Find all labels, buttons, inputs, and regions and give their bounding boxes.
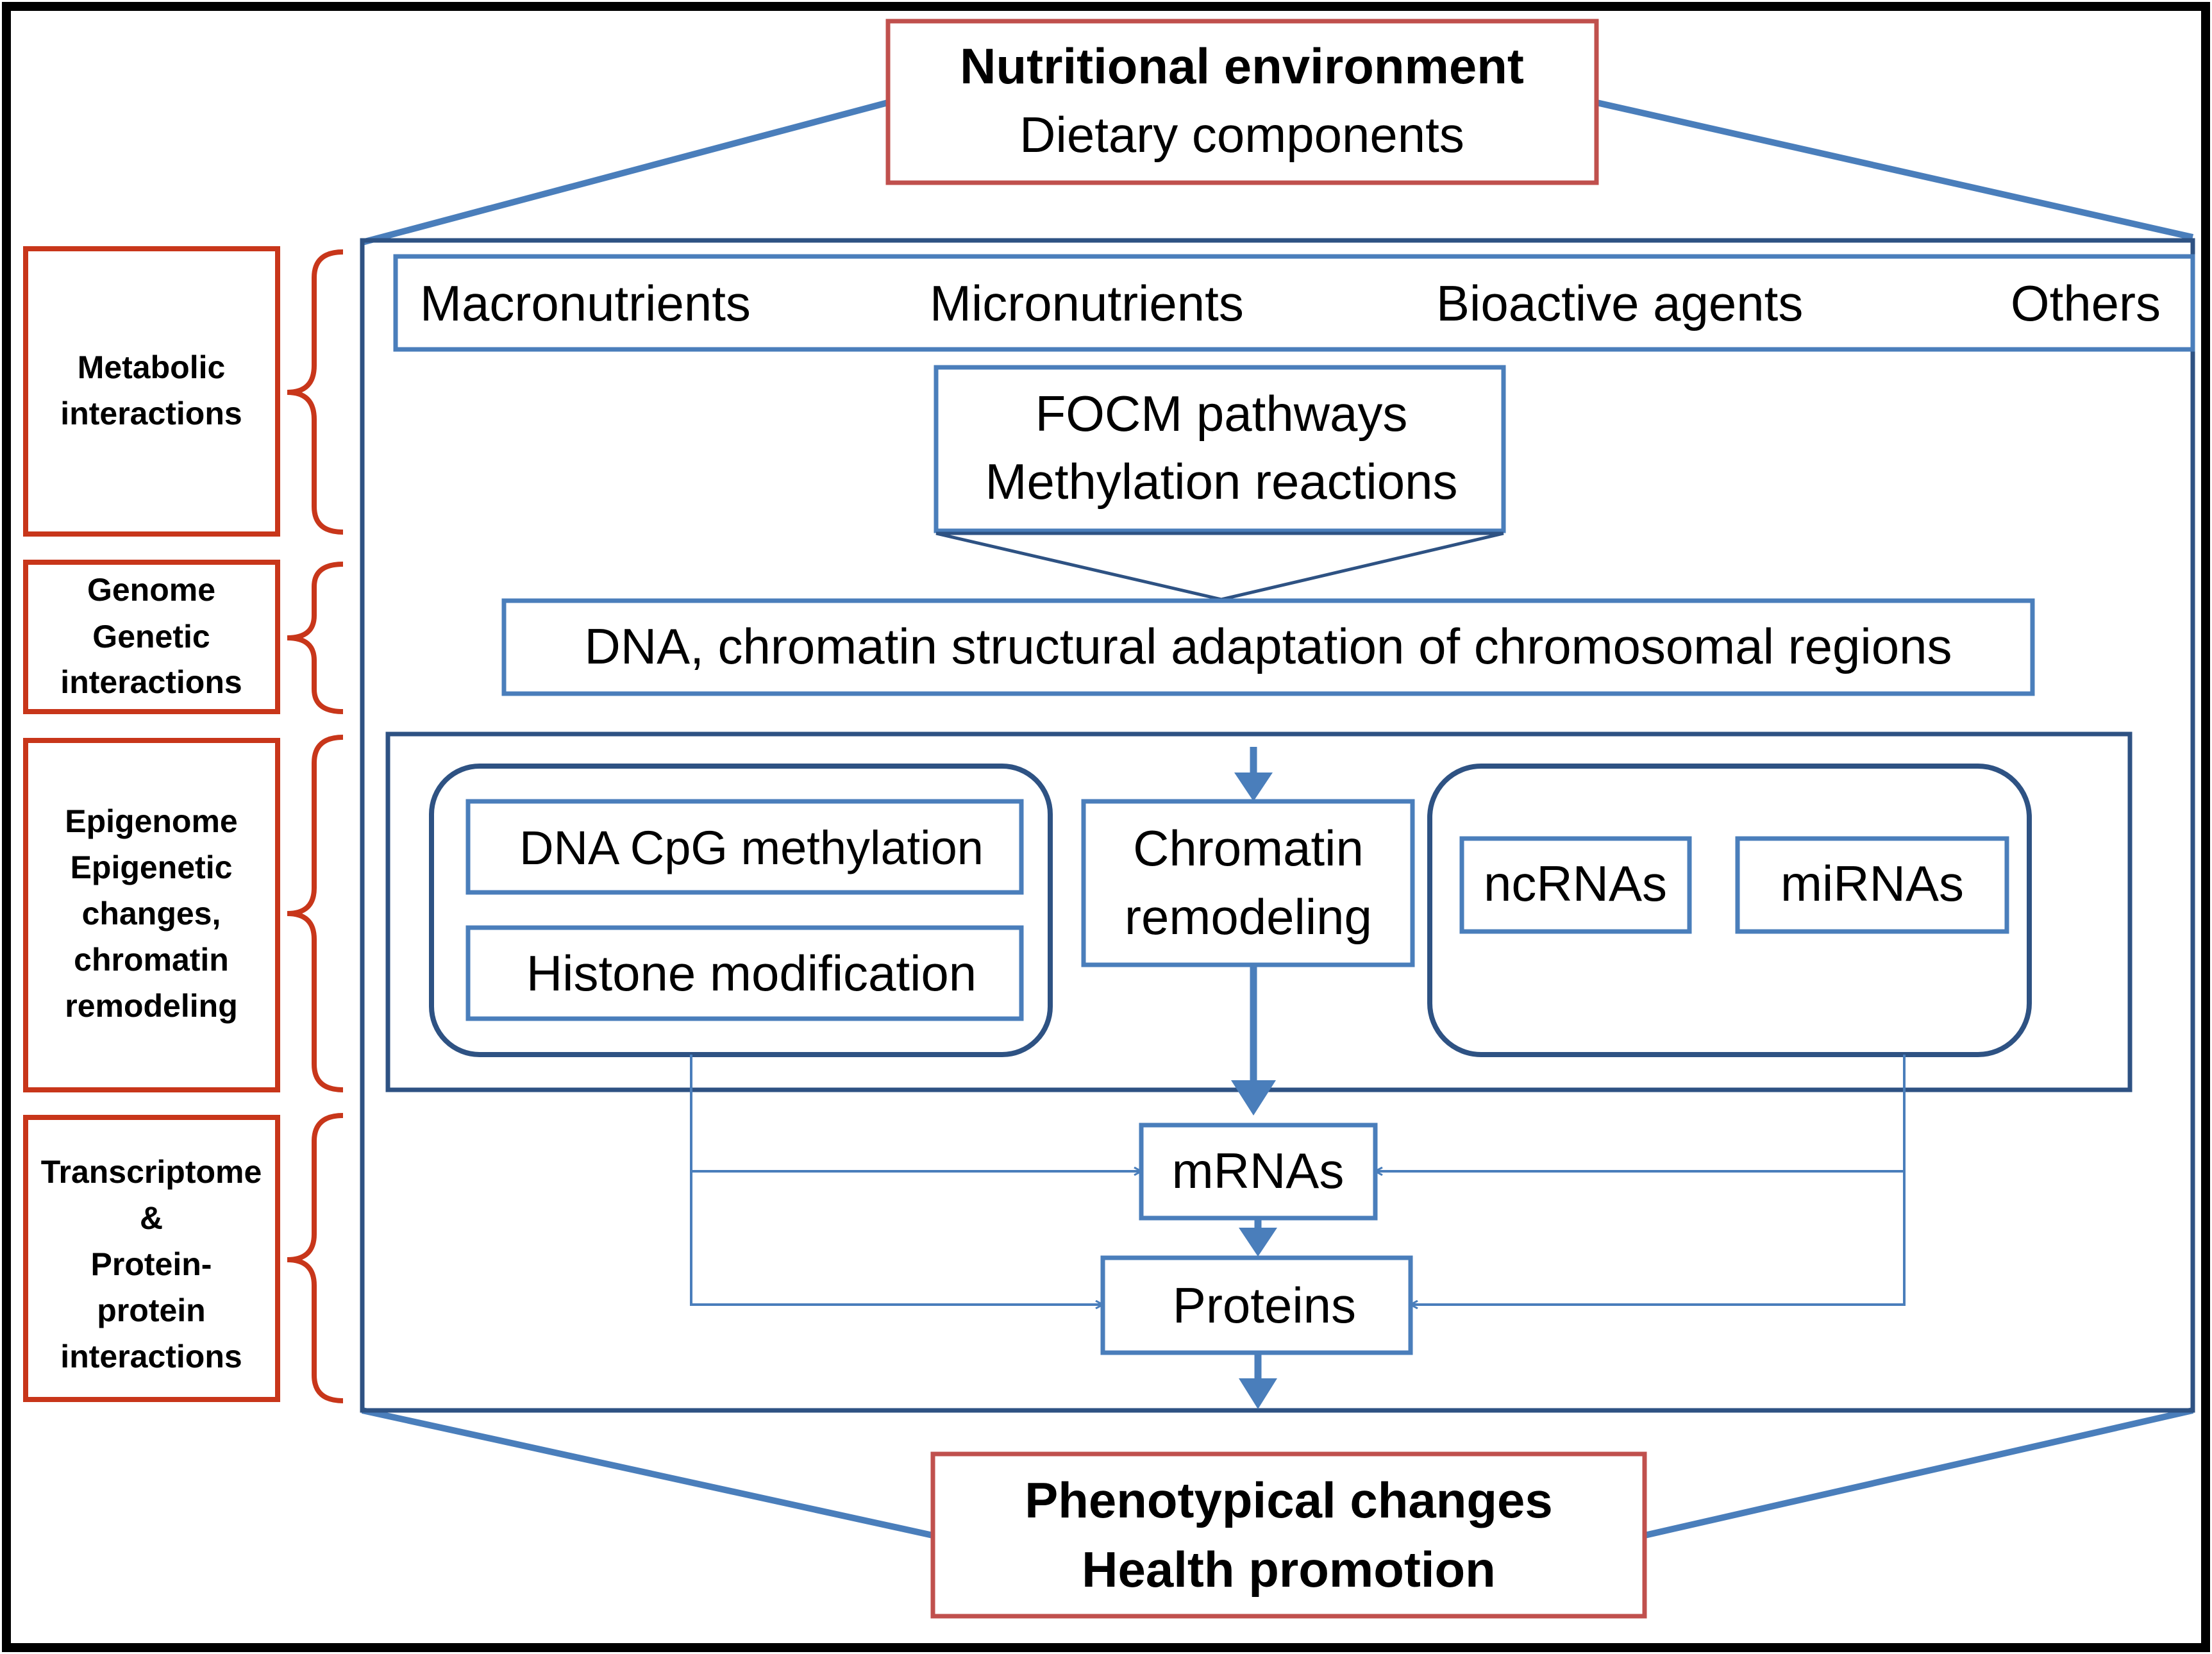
remodeling-label: remodeling	[1125, 889, 1372, 945]
left-group-connectors	[690, 1055, 1141, 1305]
side-label-genome: Genome Genetic interactions	[23, 560, 280, 714]
nutritional-environment-title: Nutritional environment	[960, 38, 1524, 94]
proteins-label: Proteins	[1173, 1277, 1356, 1333]
ncrnas-label: ncRNAs	[1484, 855, 1667, 912]
mirnas-box: miRNAs	[1735, 836, 2009, 934]
mirnas-label: miRNAs	[1780, 855, 1964, 912]
methylation-reactions-label: Methylation reactions	[985, 453, 1457, 510]
dna-histone-group	[429, 764, 1053, 1057]
side-label-metabolic-line-2: interactions	[60, 396, 242, 431]
bioactive-agents-label: Bioactive agents	[1436, 275, 1803, 331]
brace-genome-icon	[287, 562, 344, 714]
side-label-transcriptome-line-3: Protein-	[91, 1246, 212, 1282]
side-label-metabolic-line-1: Metabolic	[78, 349, 226, 385]
dietary-components-label: Dietary components	[1019, 106, 1464, 163]
brace-transcriptome-icon	[287, 1113, 344, 1403]
macronutrients-label: Macronutrients	[420, 275, 751, 331]
funnel-line-bottom-right	[1643, 1407, 2194, 1539]
rna-group	[1427, 764, 2032, 1057]
arrow-to-chromatin-icon	[1234, 747, 1273, 801]
brace-metabolic-icon	[287, 249, 344, 535]
health-promotion-label: Health promotion	[1082, 1541, 1496, 1598]
chromatin-remodeling-box: Chromatin remodeling	[1081, 799, 1415, 967]
side-label-genome-line-3: interactions	[60, 664, 242, 700]
dna-chromatin-adaptation-box: DNA, chromatin structural adaptation of …	[501, 598, 2035, 696]
side-label-transcriptome-line-5: interactions	[60, 1339, 242, 1374]
focm-pathways-box: FOCM pathways Methylation reactions	[934, 365, 1506, 601]
side-label-epigenome-line-5: remodeling	[65, 988, 237, 1024]
micronutrients-label: Micronutrients	[930, 275, 1244, 331]
dna-chromatin-adaptation-label: DNA, chromatin structural adaptation of …	[585, 618, 1952, 674]
side-label-genome-line-1: Genome	[87, 572, 215, 608]
dna-cpg-methylation-box: DNA CpG methylation	[465, 799, 1024, 895]
nutritional-environment-box: Nutritional environment Dietary componen…	[885, 19, 1599, 185]
proteins-box: Proteins	[1100, 1255, 1413, 1355]
dna-cpg-methylation-label: DNA CpG methylation	[519, 821, 984, 874]
main-container	[360, 238, 2195, 1413]
side-label-epigenome-line-2: Epigenetic	[71, 849, 233, 885]
chromatin-label: Chromatin	[1133, 820, 1364, 876]
phenotypical-changes-box: Phenotypical changes Health promotion	[930, 1451, 1647, 1619]
phenotypical-changes-label: Phenotypical changes	[1025, 1472, 1553, 1528]
brace-epigenome-icon	[287, 735, 344, 1092]
arrow-proteins-to-phenotype-icon	[1239, 1353, 1277, 1409]
side-label-transcriptome: Transcriptome & Protein- protein interac…	[23, 1115, 280, 1402]
histone-modification-label: Histone modification	[526, 945, 976, 1001]
ncrnas-box: ncRNAs	[1459, 836, 1692, 934]
arrow-chromatin-to-mrnas-icon	[1231, 965, 1276, 1115]
side-label-transcriptome-line-1: Transcriptome	[41, 1154, 262, 1190]
side-label-transcriptome-line-4: protein	[97, 1292, 205, 1328]
others-label: Others	[2011, 275, 2161, 331]
side-label-transcriptome-line-2: &	[140, 1200, 163, 1236]
side-label-metabolic: Metabolic interactions	[23, 246, 280, 537]
side-label-epigenome-line-4: chromatin	[74, 942, 229, 978]
funnel-line-top-left	[361, 99, 889, 246]
side-label-epigenome: Epigenome Epigenetic changes, chromatin …	[23, 738, 280, 1092]
side-label-genome-line-2: Genetic	[92, 619, 210, 655]
braces	[287, 249, 344, 1403]
side-label-epigenome-line-1: Epigenome	[65, 803, 237, 839]
nutrient-categories-box: Macronutrients Micronutrients Bioactive …	[393, 254, 2195, 352]
histone-modification-box: Histone modification	[465, 925, 1024, 1021]
focm-pathways-label: FOCM pathways	[1035, 385, 1408, 442]
side-label-epigenome-line-3: changes,	[82, 896, 221, 931]
arrow-mrnas-to-proteins-icon	[1239, 1218, 1277, 1257]
funnel-line-top-right	[1595, 99, 2194, 240]
mrnas-label: mRNAs	[1172, 1142, 1345, 1199]
funnel-line-bottom-left	[361, 1407, 934, 1539]
mrnas-box: mRNAs	[1139, 1123, 1378, 1221]
right-group-connectors	[1375, 1055, 1906, 1305]
